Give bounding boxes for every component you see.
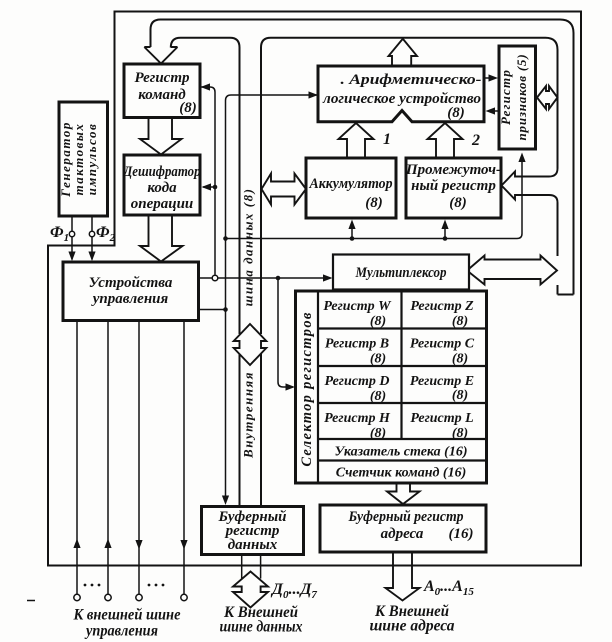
svg-text:Регистр E: Регистр E bbox=[410, 374, 474, 389]
svg-text:(8): (8) bbox=[447, 105, 465, 121]
svg-text:управления: управления bbox=[91, 291, 169, 307]
svg-text:Устройства: Устройства bbox=[89, 275, 173, 291]
svg-text:команд: команд bbox=[138, 87, 186, 103]
svg-text:(8): (8) bbox=[365, 195, 383, 211]
svg-text:операции: операции bbox=[131, 196, 194, 212]
svg-text:Д0...Д7: Д0...Д7 bbox=[270, 581, 317, 601]
svg-text:ный регистр: ный регистр bbox=[411, 178, 496, 194]
svg-text:шина данных (8): шина данных (8) bbox=[241, 188, 256, 307]
svg-text:кода: кода bbox=[147, 180, 177, 196]
svg-text:(8): (8) bbox=[452, 426, 468, 441]
svg-text:Дешифратор: Дешифратор bbox=[122, 164, 201, 180]
svg-text:(8): (8) bbox=[179, 100, 197, 116]
svg-text:Аккумулятор: Аккумулятор bbox=[309, 176, 393, 192]
svg-text:Регистр D: Регистр D bbox=[325, 374, 390, 389]
svg-text:(8): (8) bbox=[452, 352, 468, 367]
svg-text:шине адреса: шине адреса bbox=[370, 618, 455, 635]
svg-text:Внутренняя: Внутренняя bbox=[241, 371, 256, 459]
svg-text:(8): (8) bbox=[452, 314, 468, 329]
svg-text:Регистр W: Регистр W bbox=[323, 299, 392, 314]
svg-text:Регистр: Регистр bbox=[135, 70, 190, 86]
svg-text:шине данных: шине данных bbox=[220, 619, 303, 636]
svg-text:К Внешней: К Внешней bbox=[374, 603, 449, 620]
svg-text:Счетчик команд (16): Счетчик команд (16) bbox=[336, 466, 467, 481]
svg-text:(8): (8) bbox=[370, 352, 386, 367]
svg-text:Регистр L: Регистр L bbox=[410, 411, 473, 426]
svg-text:Селектор регистров: Селектор регистров bbox=[299, 311, 315, 466]
svg-text:Буферный регистр: Буферный регистр bbox=[348, 509, 464, 525]
svg-text:признаков (5): признаков (5) bbox=[514, 54, 529, 141]
svg-text:управления: управления bbox=[84, 623, 158, 640]
svg-text:2: 2 bbox=[471, 132, 480, 149]
svg-text:Регистр H: Регистр H bbox=[324, 411, 391, 426]
svg-text:Буферный: Буферный bbox=[218, 509, 287, 525]
svg-text:тактовых: тактовых bbox=[71, 123, 86, 196]
svg-text:данных: данных bbox=[228, 537, 278, 553]
svg-text:К Внешней: К Внешней bbox=[223, 604, 298, 621]
svg-text:импульсов: импульсов bbox=[84, 123, 99, 196]
svg-text:(8): (8) bbox=[370, 389, 386, 404]
svg-text:(8): (8) bbox=[449, 195, 467, 211]
svg-text:Регистр C: Регистр C bbox=[410, 337, 475, 352]
svg-text:(8): (8) bbox=[370, 426, 386, 441]
svg-text:Регистр Z: Регистр Z bbox=[410, 299, 474, 314]
svg-text:Регистр: Регистр bbox=[498, 69, 513, 125]
svg-text:Регистр B: Регистр B bbox=[325, 337, 389, 352]
svg-text:Промежуточ-: Промежуточ- bbox=[405, 162, 501, 178]
svg-text:К внешней шине: К внешней шине bbox=[73, 607, 181, 624]
svg-text:(8): (8) bbox=[370, 314, 386, 329]
svg-text:Мультиплексор: Мультиплексор bbox=[355, 265, 447, 281]
svg-text:Генератор: Генератор bbox=[58, 121, 73, 198]
svg-text:логическое устройство: логическое устройство bbox=[322, 91, 481, 107]
svg-text:(16): (16) bbox=[449, 526, 474, 542]
svg-text:Указатель стека (16): Указатель стека (16) bbox=[335, 445, 468, 460]
svg-text:(8): (8) bbox=[452, 388, 468, 403]
svg-text:. Арифметическо-: . Арифметическо- bbox=[341, 72, 482, 88]
svg-text:адреса: адреса bbox=[381, 526, 424, 542]
svg-text:регистр: регистр bbox=[224, 523, 280, 539]
svg-text:1: 1 bbox=[383, 131, 391, 148]
